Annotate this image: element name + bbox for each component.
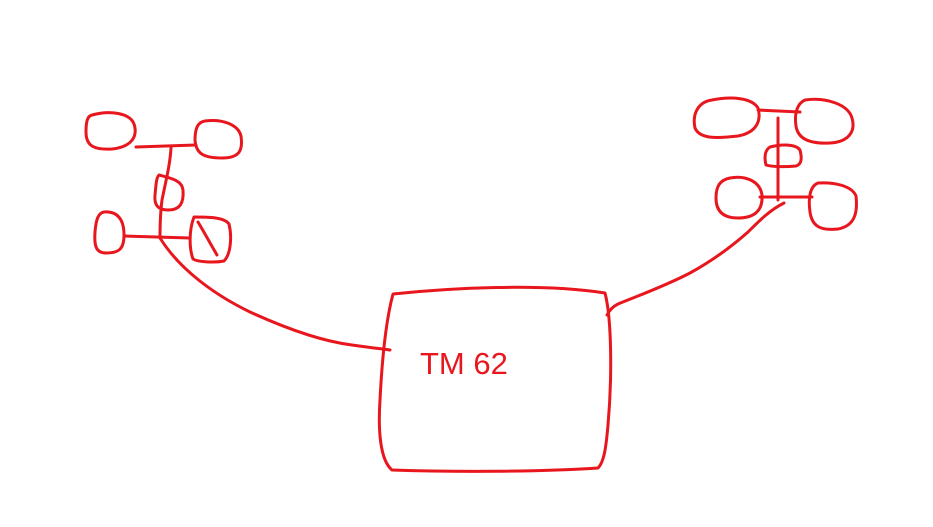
right-link-line [605, 201, 786, 317]
right-node-middle [763, 143, 803, 169]
right-cluster [605, 96, 858, 317]
left-node-top-right [193, 119, 243, 160]
left-link-line [158, 236, 392, 352]
left-connector-spine [158, 146, 173, 240]
left-node-top-left [84, 111, 137, 151]
left-cluster [84, 111, 392, 352]
left-connector-bottom [122, 234, 192, 240]
left-node-middle [153, 173, 185, 212]
right-node-bottom-left [714, 175, 764, 220]
right-node-top-left [692, 96, 761, 140]
central-box-label: TM 62 [420, 346, 508, 381]
central-box [377, 285, 613, 473]
right-node-bottom-right [807, 181, 858, 231]
left-node-bottom-right-mark [196, 220, 219, 257]
left-node-bottom-right [188, 215, 233, 264]
right-node-top-right [794, 97, 855, 145]
left-connector-top [134, 143, 198, 149]
left-node-bottom-left [93, 210, 126, 255]
right-connector-top [756, 108, 802, 114]
